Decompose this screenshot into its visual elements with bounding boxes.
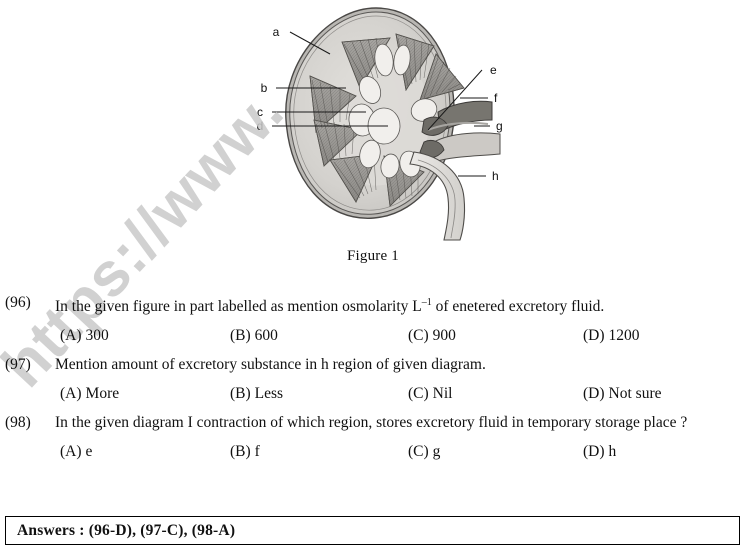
option-97-b-label: (B)	[230, 385, 251, 403]
figure-label-e: e	[490, 63, 497, 77]
figure-caption: Figure 1	[346, 248, 399, 264]
option-98-c[interactable]: (C)g	[408, 441, 583, 462]
question-98-options: (A)e (B)f (C)g (D)h	[0, 441, 746, 462]
option-98-a-value: e	[85, 443, 93, 461]
question-96-number: (96)	[5, 294, 31, 311]
option-96-d[interactable]: (D)1200	[583, 325, 746, 346]
option-98-b-label: (B)	[230, 443, 251, 461]
option-97-a[interactable]: (A)More	[0, 383, 230, 404]
question-98: (98) In the given diagram I contraction …	[0, 412, 746, 462]
option-97-c-label: (C)	[408, 385, 429, 403]
figure-label-h: h	[492, 169, 499, 183]
question-97-number: (97)	[5, 356, 31, 374]
option-97-a-value: More	[85, 385, 120, 403]
answers-box: Answers : (96-D), (97-C), (98-A)	[5, 516, 740, 545]
option-97-b-value: Less	[254, 385, 284, 403]
option-96-d-label: (D)	[583, 327, 605, 345]
option-96-a-value: 300	[85, 327, 109, 345]
option-97-a-label: (A)	[60, 385, 82, 403]
question-96: (96) In the given figure in part labelle…	[0, 292, 746, 346]
figure-label-f: f	[494, 91, 498, 105]
option-98-d-label: (D)	[583, 443, 605, 461]
label-leader-lines	[272, 31, 490, 177]
figure-label-c: c	[257, 105, 263, 119]
question-list: (96) In the given figure in part labelle…	[0, 292, 746, 470]
figure-label-d: d	[257, 119, 264, 133]
option-98-b[interactable]: (B)f	[230, 441, 408, 462]
option-98-d[interactable]: (D)h	[583, 441, 746, 462]
question-97-text: Mention amount of excretory substance in…	[55, 356, 486, 374]
renal-calyces	[348, 43, 438, 179]
option-96-a-label: (A)	[60, 327, 82, 345]
option-98-a-label: (A)	[60, 443, 82, 461]
figure-region: a b c d e f g h Figure 1	[257, 7, 503, 264]
question-96-superscript: –1	[421, 297, 432, 308]
option-96-b[interactable]: (B)600	[230, 325, 408, 346]
option-96-d-value: 1200	[608, 327, 640, 345]
option-96-b-value: 600	[254, 327, 278, 345]
question-97: (97) Mention amount of excretory substan…	[0, 354, 746, 404]
question-96-text-part1: In the given figure in part labelled as …	[55, 298, 422, 316]
question-98-text: In the given diagram I contraction of wh…	[55, 414, 688, 432]
figure-label-b: b	[261, 81, 268, 95]
option-96-c-label: (C)	[408, 327, 429, 345]
question-98-number: (98)	[5, 414, 31, 432]
answers-text: Answers : (96-D), (97-C), (98-A)	[17, 521, 236, 539]
option-98-c-label: (C)	[408, 443, 429, 461]
kidney-diagram: a b c d e f g h	[257, 7, 503, 241]
option-98-d-value: h	[608, 443, 617, 461]
ureter	[409, 151, 466, 241]
option-97-d-label: (D)	[583, 385, 605, 403]
option-97-b[interactable]: (B)Less	[230, 383, 408, 404]
question-96-text-part2: of enetered excretory fluid.	[431, 298, 605, 316]
question-96-text: In the given figure in part labelled as …	[55, 292, 746, 318]
option-96-c[interactable]: (C)900	[408, 325, 583, 346]
figure-label-g: g	[496, 119, 503, 133]
question-97-options: (A)More (B)Less (C)Nil (D)Not sure	[0, 383, 746, 404]
option-96-b-label: (B)	[230, 327, 251, 345]
option-97-d[interactable]: (D)Not sure	[583, 383, 746, 404]
option-98-a[interactable]: (A)e	[0, 441, 230, 462]
option-97-c[interactable]: (C)Nil	[408, 383, 583, 404]
option-96-a[interactable]: (A)300	[0, 325, 230, 346]
question-96-options: (A)300 (B)600 (C)900 (D)1200	[0, 325, 746, 346]
option-97-c-value: Nil	[432, 385, 453, 403]
figure-label-a: a	[273, 25, 280, 39]
option-98-b-value: f	[254, 443, 260, 461]
renal-vessels	[419, 100, 501, 163]
option-98-c-value: g	[432, 443, 441, 461]
option-96-c-value: 900	[432, 327, 456, 345]
option-97-d-value: Not sure	[608, 385, 662, 403]
